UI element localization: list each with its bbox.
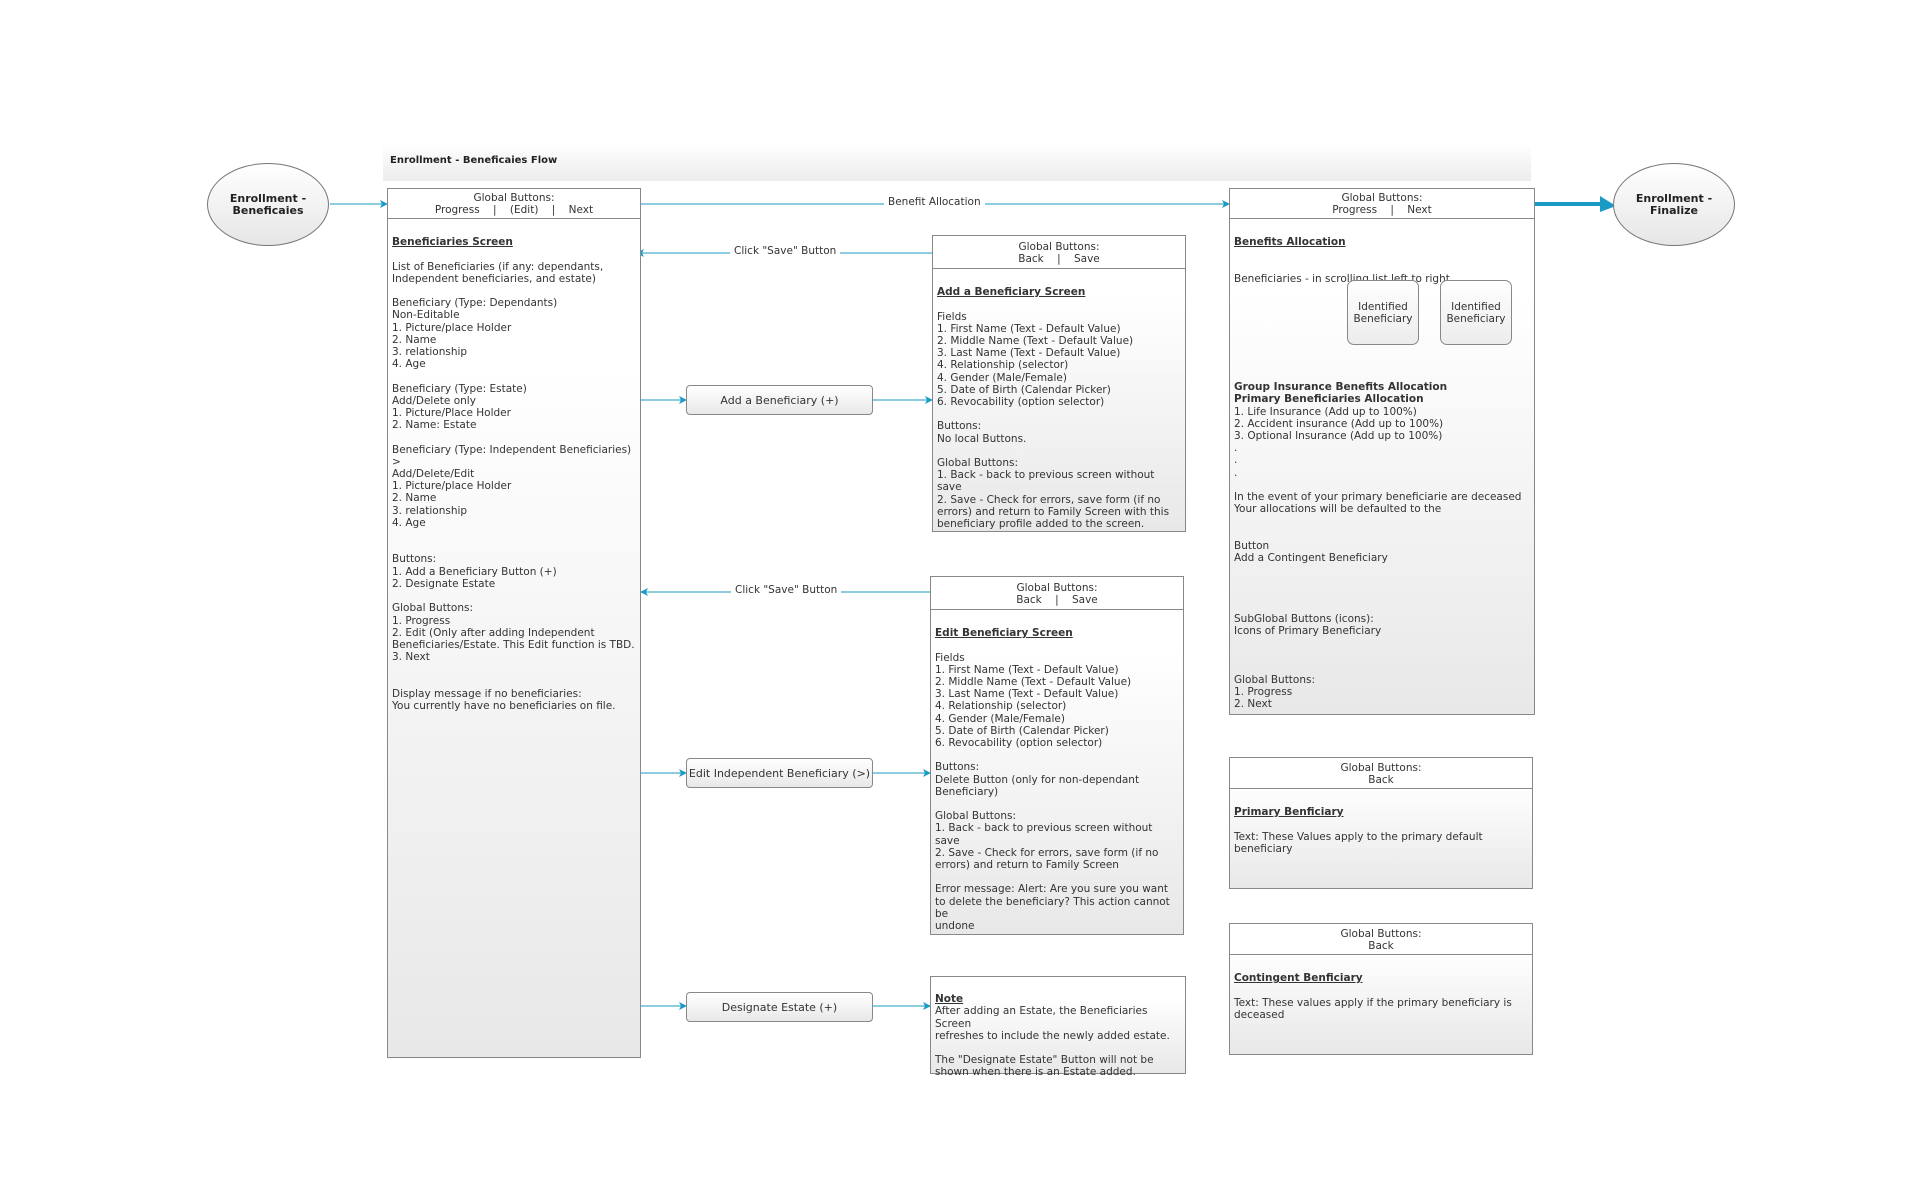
screen-heading: Edit Beneficiary Screen (935, 627, 1073, 640)
screen-heading: Add a Beneficiary Screen (937, 286, 1086, 299)
screen-text: Text: These values apply if the primary … (1234, 996, 1512, 1021)
designate-estate-button[interactable]: Designate Estate (+) (686, 992, 873, 1022)
screen-heading: Beneficiaries Screen (392, 236, 513, 249)
screen-text: Text: These Values apply to the primary … (1234, 830, 1483, 855)
benefits-allocation-screen: Global Buttons: Progress | Next Benefits… (1229, 188, 1535, 715)
end-node[interactable]: Enrollment - Finalize (1613, 163, 1735, 246)
screen-body: Beneficiaries Screen List of Beneficiari… (392, 224, 636, 712)
start-node[interactable]: Enrollment - Beneficaies (207, 163, 329, 246)
screen-body: Contingent Benficiary Text: These values… (1234, 960, 1528, 1021)
beneficiaries-screen: Global Buttons: Progress | (Edit) | Next… (387, 188, 641, 1058)
label-click-save-2: Click "Save" Button (731, 584, 842, 596)
screen-body: Edit Beneficiary Screen Fields 1. First … (935, 615, 1179, 932)
screen-text: Fields 1. First Name (Text - Default Val… (937, 310, 1170, 531)
screen-text: 1. Life Insurance (Add up to 100%) 2. Ac… (1234, 405, 1522, 711)
screen-body-top: Benefits Allocation Beneficiaries - in s… (1234, 224, 1530, 297)
screen-heading: Benefits Allocation (1234, 236, 1346, 249)
note-heading: Note (935, 993, 964, 1006)
primary-beneficiary-screen: Global Buttons: Back Primary Benficiary … (1229, 757, 1533, 889)
global-buttons-header: Global Buttons: Progress | Next (1230, 189, 1534, 219)
screen-text: List of Beneficiaries (if any: dependant… (392, 260, 635, 712)
add-beneficiary-screen: Global Buttons: Back | Save Add a Benefi… (932, 235, 1186, 532)
edit-beneficiary-screen: Global Buttons: Back | Save Edit Benefic… (930, 576, 1184, 935)
label-click-save-1: Click "Save" Button (730, 245, 841, 257)
add-beneficiary-button[interactable]: Add a Beneficiary (+) (686, 385, 873, 415)
identified-beneficiary-card[interactable]: Identified Beneficiary (1347, 280, 1419, 345)
screen-text: Fields 1. First Name (Text - Default Val… (935, 651, 1170, 933)
group-insurance-heading: Group Insurance Benefits Allocation (1234, 381, 1448, 394)
global-buttons-header: Global Buttons: Back | Save (933, 236, 1185, 269)
screen-heading: Primary Benficiary (1234, 806, 1344, 819)
global-buttons-header: Global Buttons: Back | Save (931, 577, 1183, 610)
global-buttons-header: Global Buttons: Back (1230, 924, 1532, 955)
label-benefit-allocation: Benefit Allocation (884, 196, 985, 208)
contingent-beneficiary-screen: Global Buttons: Back Contingent Benficia… (1229, 923, 1533, 1055)
screen-body: Primary Benficiary Text: These Values ap… (1234, 794, 1528, 855)
identified-beneficiary-card[interactable]: Identified Beneficiary (1440, 280, 1512, 345)
screen-heading: Contingent Benficiary (1234, 972, 1363, 985)
diagram-title: Enrollment - Beneficaies Flow (390, 155, 558, 166)
note-text: After adding an Estate, the Beneficiarie… (935, 1005, 1170, 1079)
title-band (383, 143, 1531, 181)
primary-allocation-heading: Primary Beneficiaries Allocation (1234, 393, 1424, 406)
screen-body: Add a Beneficiary Screen Fields 1. First… (937, 274, 1181, 530)
global-buttons-header: Global Buttons: Progress | (Edit) | Next (388, 189, 640, 219)
edit-independent-beneficiary-button[interactable]: Edit Independent Beneficiary (>) (686, 758, 873, 788)
scroll-list-note: Beneficiaries - in scrolling list left t… (1234, 272, 1450, 285)
global-buttons-header: Global Buttons: Back (1230, 758, 1532, 789)
